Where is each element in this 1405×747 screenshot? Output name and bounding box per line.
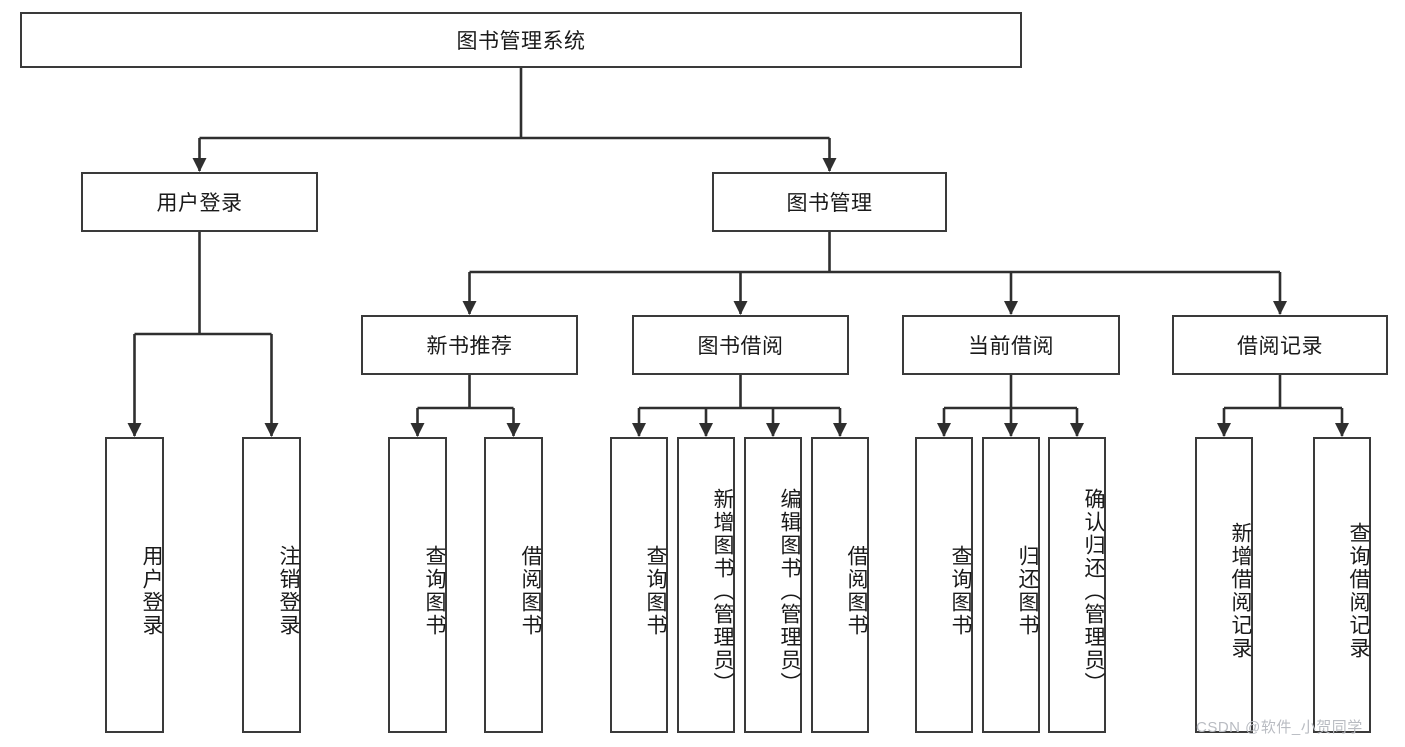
node-label: 用户登录 (156, 192, 243, 215)
node-label: 借阅图书 (845, 545, 868, 637)
node-label: 用户登录 (140, 545, 163, 637)
node-borrow[interactable]: 图书借阅 (632, 315, 849, 375)
node-leaf-cur-3[interactable]: 确认归还（管理员） (1048, 437, 1106, 733)
connector-arrowhead-leaf-cur-2 (1004, 423, 1018, 437)
connector-arrowhead-newbook (462, 301, 477, 315)
watermark-label: CSDN @软件_小贺同学 (1196, 719, 1363, 736)
node-leaf-bor-4[interactable]: 借阅图书 (811, 437, 869, 733)
node-current[interactable]: 当前借阅 (902, 315, 1120, 375)
connector-arrowhead-current (1004, 301, 1018, 315)
connector-arrowhead-leaf-bor-3 (766, 423, 780, 437)
connector-arrowhead-leaf-rec-2 (1335, 423, 1349, 437)
node-leaf-cur-2[interactable]: 归还图书 (982, 437, 1040, 733)
connector-arrowhead-leaf-new-2 (506, 423, 521, 437)
node-leaf-bor-3[interactable]: 编辑图书（管理员） (744, 437, 802, 733)
node-label: 借阅图书 (519, 545, 542, 637)
connector-arrowhead-borrow (733, 301, 748, 315)
connector-arrowhead-leaf-bor-4 (833, 423, 847, 437)
node-label: 新书推荐 (426, 335, 513, 358)
node-leaf-bor-1[interactable]: 查询图书 (610, 437, 668, 733)
node-leaf-bor-2[interactable]: 新增图书（管理员） (677, 437, 735, 733)
connector-arrowhead-leaf-cur-1 (937, 423, 951, 437)
node-root[interactable]: 图书管理系统 (20, 12, 1022, 68)
node-records[interactable]: 借阅记录 (1172, 315, 1388, 375)
node-label: 注销登录 (277, 545, 300, 637)
connector-arrowhead-records (1273, 301, 1287, 315)
node-label: 借阅记录 (1237, 335, 1323, 358)
connector-arrowhead-login (192, 158, 207, 172)
connector-arrowhead-leaf-cur-3 (1070, 423, 1084, 437)
node-label: 归还图书 (1016, 545, 1039, 637)
node-label: 查询图书 (949, 545, 972, 637)
connector-arrowhead-leaf-new-1 (410, 423, 425, 437)
node-label: 图书借阅 (697, 335, 784, 358)
node-bookmgr[interactable]: 图书管理 (712, 172, 947, 232)
node-label: 新增借阅记录 (1229, 522, 1252, 660)
node-label: 编辑图书（管理员） (778, 487, 801, 695)
node-label: 查询图书 (644, 545, 667, 637)
node-login[interactable]: 用户登录 (81, 172, 318, 232)
node-leaf-new-2[interactable]: 借阅图书 (484, 437, 543, 733)
node-leaf-rec-1[interactable]: 新增借阅记录 (1195, 437, 1253, 733)
node-label: 新增图书（管理员） (711, 487, 734, 695)
node-label: 图书管理 (786, 192, 873, 215)
connector-arrowhead-leaf-rec-1 (1217, 423, 1231, 437)
node-label: 确认归还（管理员） (1082, 487, 1105, 695)
node-newbook[interactable]: 新书推荐 (361, 315, 578, 375)
connector-arrowhead-leaf-bor-1 (632, 423, 646, 437)
node-label: 当前借阅 (968, 335, 1054, 358)
connector-arrowhead-leaf-login-1 (127, 423, 142, 437)
node-leaf-login-1[interactable]: 用户登录 (105, 437, 164, 733)
connector-arrowhead-leaf-bor-2 (699, 423, 713, 437)
node-leaf-cur-1[interactable]: 查询图书 (915, 437, 973, 733)
node-leaf-login-2[interactable]: 注销登录 (242, 437, 301, 733)
node-label: 查询借阅记录 (1347, 522, 1370, 660)
node-leaf-new-1[interactable]: 查询图书 (388, 437, 447, 733)
connector-arrowhead-bookmgr (822, 158, 837, 172)
node-leaf-rec-2[interactable]: 查询借阅记录 (1313, 437, 1371, 733)
node-label: 图书管理系统 (456, 30, 586, 53)
connector-arrowhead-leaf-login-2 (264, 423, 279, 437)
node-label: 查询图书 (423, 545, 446, 637)
